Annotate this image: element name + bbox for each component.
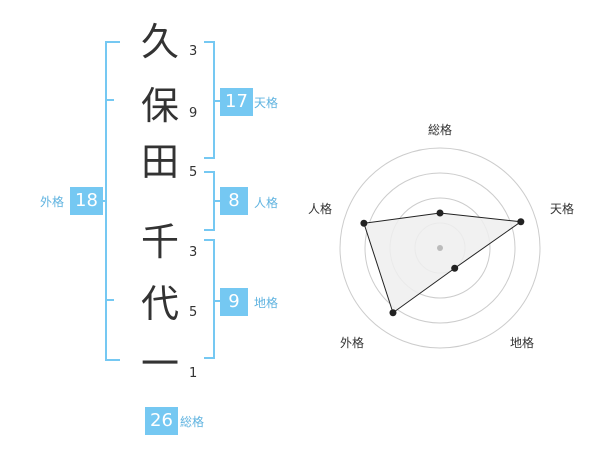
- name-character: 一: [140, 342, 179, 386]
- radar-point: [436, 209, 444, 217]
- radar-grid-ring: [339, 147, 541, 349]
- gaikaku-badge: 18: [70, 187, 103, 215]
- stroke-count: 1: [189, 366, 198, 381]
- name-character: 田: [140, 140, 179, 184]
- radar-axis-label: 外格: [340, 336, 365, 350]
- name-character: 久: [140, 20, 179, 64]
- stroke-count: 3: [189, 44, 198, 59]
- jinkaku-badge: 8: [220, 187, 248, 215]
- chikaku-bracket: [204, 239, 215, 359]
- radar-point: [517, 218, 525, 226]
- radar-axis-label: 人格: [308, 202, 333, 216]
- tenkaku-badge: 17: [220, 88, 253, 116]
- name-character: 代: [140, 282, 179, 326]
- radar-axis-label: 天格: [550, 202, 575, 216]
- stroke-count: 9: [189, 106, 198, 121]
- gaikaku-label: 外格: [40, 195, 65, 209]
- radar-point: [451, 264, 459, 272]
- radar-axis-label: 地格: [510, 336, 535, 350]
- soukaku-badge: 26: [145, 407, 178, 435]
- name-character: 千: [140, 220, 179, 264]
- name-character: 保: [140, 84, 179, 128]
- chikaku-label: 地格: [254, 296, 279, 310]
- radar-grid-ring: [364, 172, 516, 324]
- radar-center: [437, 245, 443, 251]
- radar-axis-label: 総格: [428, 123, 453, 137]
- jinkaku-label: 人格: [254, 196, 279, 210]
- soukaku-label: 総格: [180, 415, 205, 429]
- stroke-count: 5: [189, 165, 198, 180]
- radar-point: [389, 309, 397, 317]
- tenkaku-label: 天格: [254, 96, 279, 110]
- radar-polygon: [363, 212, 523, 314]
- stroke-count: 3: [189, 245, 198, 260]
- stroke-count: 5: [189, 305, 198, 320]
- radar-point: [360, 219, 368, 227]
- chikaku-badge: 9: [220, 288, 248, 316]
